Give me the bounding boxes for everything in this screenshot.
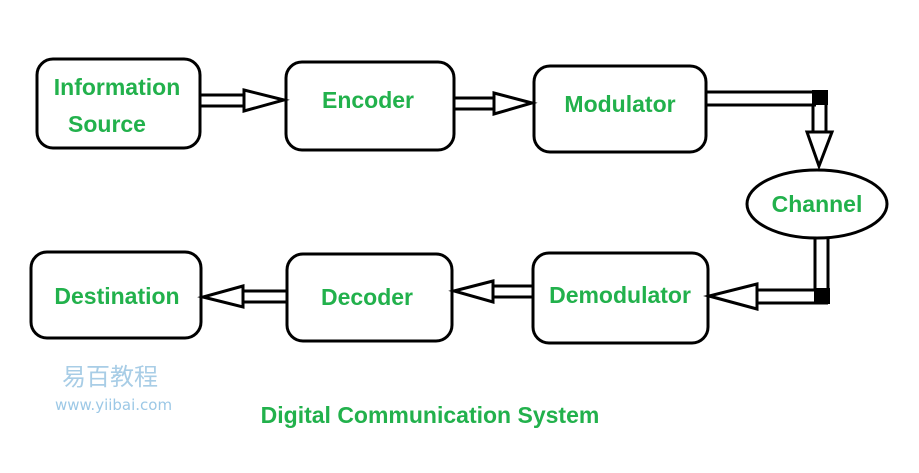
- arrow-demodulator-to-decoder: [448, 279, 533, 304]
- arrow-source-to-encoder: [201, 88, 290, 113]
- arrow-encoder-to-modulator: [455, 91, 538, 116]
- diagram-caption: Digital Communication System: [261, 402, 600, 428]
- arrow-modulator-to-channel: [707, 90, 835, 171]
- junction-marker-top: [812, 90, 828, 105]
- watermark: 易百教程 www.yiibai.com: [55, 363, 172, 414]
- encoder-label: Encoder: [322, 87, 414, 113]
- block-encoder: Encoder: [284, 60, 456, 152]
- modulator-label: Modulator: [564, 91, 675, 117]
- block-information-source: Information Source: [35, 57, 202, 150]
- information-source-label-line2: Source: [68, 111, 146, 137]
- arrow-channel-to-demodulator: [703, 238, 830, 311]
- arrow-decoder-to-destination: [197, 284, 287, 309]
- junction-marker-bottom: [814, 288, 830, 304]
- block-destination: Destination: [29, 250, 203, 340]
- block-demodulator: Demodulator: [531, 251, 710, 345]
- block-channel: Channel: [745, 168, 889, 240]
- decoder-label: Decoder: [321, 284, 413, 310]
- watermark-url: www.yiibai.com: [55, 396, 172, 414]
- block-decoder: Decoder: [285, 252, 454, 343]
- demodulator-label: Demodulator: [549, 282, 691, 308]
- destination-label: Destination: [54, 283, 179, 309]
- channel-label: Channel: [772, 191, 863, 217]
- block-modulator: Modulator: [532, 64, 708, 154]
- watermark-chinese: 易百教程: [62, 363, 158, 391]
- information-source-label-line1: Information: [54, 74, 181, 100]
